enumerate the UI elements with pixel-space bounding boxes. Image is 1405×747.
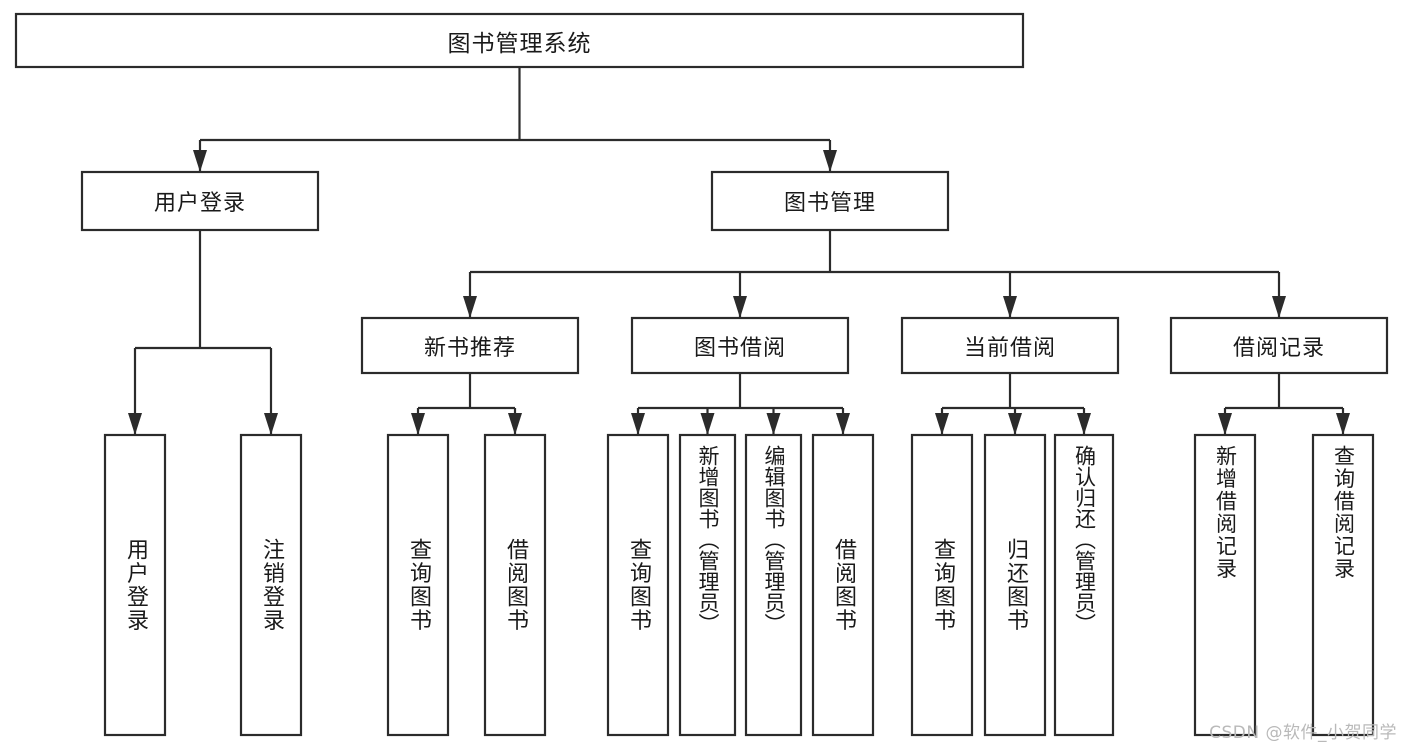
arrow-head-icon-leaf-query-borrow-record — [1336, 413, 1350, 435]
node-box-leaf-query-book-1[interactable] — [386, 433, 450, 737]
node-box-book-manage[interactable] — [710, 170, 950, 232]
arrow-head-icon-leaf-return-book — [1008, 413, 1022, 435]
arrow-head-icon-user-login — [193, 150, 207, 172]
arrow-head-icon-leaf-user-logout — [264, 413, 278, 435]
arrow-head-icon-current-borrow — [1003, 296, 1017, 318]
node-boxes — [14, 12, 1389, 737]
node-box-borrow-record[interactable] — [1169, 316, 1389, 375]
node-box-leaf-edit-book-admin[interactable] — [744, 433, 803, 737]
arrow-head-icon-leaf-user-login — [128, 413, 142, 435]
arrow-head-icon-leaf-borrow-book-2 — [836, 413, 850, 435]
node-box-root[interactable] — [14, 12, 1025, 69]
arrow-head-icon-leaf-edit-book-admin — [766, 413, 781, 435]
node-box-leaf-add-borrow-record[interactable] — [1193, 433, 1257, 737]
node-box-leaf-confirm-return-admin[interactable] — [1053, 433, 1115, 737]
node-box-current-borrow[interactable] — [900, 316, 1120, 375]
node-box-leaf-return-book[interactable] — [983, 433, 1047, 737]
arrow-head-icon-book-borrow — [733, 296, 747, 318]
arrow-head-icon-leaf-borrow-book-1 — [508, 413, 522, 435]
node-box-leaf-query-book-3[interactable] — [910, 433, 974, 737]
node-box-leaf-add-book-admin[interactable] — [678, 433, 737, 737]
node-box-leaf-query-borrow-record[interactable] — [1311, 433, 1375, 737]
node-box-new-book-recommend[interactable] — [360, 316, 580, 375]
arrow-head-icon-leaf-add-borrow-record — [1218, 413, 1232, 435]
arrow-head-icon-leaf-query-book-3 — [935, 413, 949, 435]
node-box-leaf-user-login[interactable] — [103, 433, 167, 737]
node-box-leaf-user-logout[interactable] — [239, 433, 303, 737]
arrow-head-icon-leaf-query-book-1 — [411, 413, 425, 435]
node-box-leaf-query-book-2[interactable] — [606, 433, 670, 737]
connector-lines — [128, 67, 1350, 435]
arrow-head-icon-book-manage — [823, 150, 837, 172]
arrow-head-icon-new-book-recommend — [463, 296, 477, 318]
watermark-text: CSDN @软件_小贺同学 — [1209, 723, 1397, 743]
node-box-leaf-borrow-book-1[interactable] — [483, 433, 547, 737]
arrow-head-icon-leaf-query-book-2 — [631, 413, 645, 435]
node-box-user-login[interactable] — [80, 170, 320, 232]
arrow-head-icon-leaf-confirm-return-admin — [1077, 413, 1091, 435]
arrow-head-icon-borrow-record — [1272, 296, 1286, 318]
node-box-leaf-borrow-book-2[interactable] — [811, 433, 875, 737]
arrow-head-icon-leaf-add-book-admin — [700, 413, 715, 435]
node-box-book-borrow[interactable] — [630, 316, 850, 375]
